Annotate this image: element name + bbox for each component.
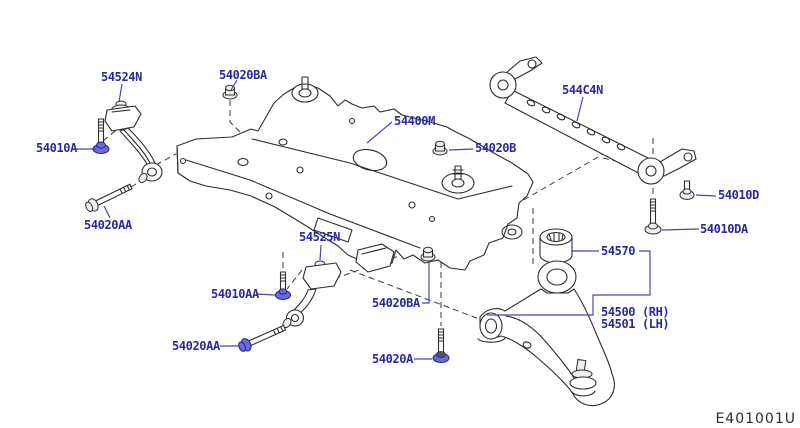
part-label-54020B[interactable]: 54020B (475, 141, 516, 155)
bolt-54010AA (275, 271, 291, 300)
part-label-54500-rh[interactable]: 54500 (RH) (601, 305, 670, 319)
stabilizer-rod-upper-drawing (104, 100, 163, 184)
part-label-54524N[interactable]: 54524N (101, 70, 142, 84)
transverse-link-drawing (477, 260, 615, 407)
suspension-member-drawing (176, 76, 534, 273)
part-label-54020A[interactable]: 54020A (372, 352, 413, 366)
bolt-54010DA (644, 198, 662, 235)
bolt-54020AA-upper (85, 183, 133, 213)
part-label-54020BA-2[interactable]: 54020BA (372, 296, 420, 310)
bolt-54020A (432, 328, 450, 363)
bolt-54010A (92, 118, 110, 154)
part-label-544C4N[interactable]: 544C4N (562, 83, 603, 97)
leader-lines (76, 79, 717, 360)
part-label-54501-lh[interactable]: 54501 (LH) (601, 317, 670, 331)
nut-54020BA-upper (222, 84, 238, 100)
member-stay-drawing (489, 56, 697, 185)
bolt-54010D (679, 180, 695, 200)
stabilizer-rod-lower-drawing (282, 260, 342, 329)
nut-54020B (432, 140, 448, 156)
part-label-54020AA-2[interactable]: 54020AA (172, 339, 220, 353)
bolt-54020AA-lower (238, 324, 287, 352)
part-label-54010DA[interactable]: 54010DA (700, 222, 748, 236)
part-label-54010AA[interactable]: 54010AA (211, 287, 259, 301)
part-label-54525N[interactable]: 54525N (299, 230, 340, 244)
nut-54020BA-lower (420, 246, 436, 262)
part-label-54010A[interactable]: 54010A (36, 141, 77, 155)
bushing-drawing (539, 228, 573, 264)
diagram-code: E401001U (715, 411, 796, 427)
part-label-54400M[interactable]: 54400M (394, 114, 435, 128)
part-label-54010D[interactable]: 54010D (718, 188, 759, 202)
part-label-54020BA-1[interactable]: 54020BA (219, 68, 267, 82)
part-label-54020AA-1[interactable]: 54020AA (84, 218, 132, 232)
part-label-54570[interactable]: 54570 (601, 244, 636, 258)
